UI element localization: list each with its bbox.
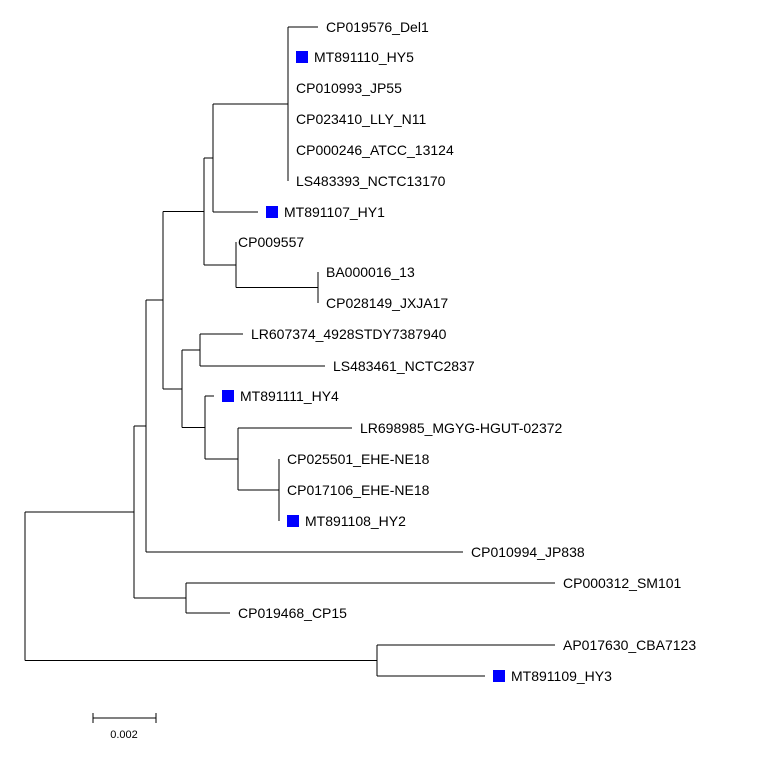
leaf-marker-square [287, 515, 299, 527]
leaf-label: MT891109_HY3 [511, 668, 612, 684]
leaf-label: LR607374_4928STDY7387940 [251, 326, 447, 342]
leaf-label: LS483461_NCTC2837 [333, 358, 475, 374]
scale-bar: 0.002 [92, 713, 157, 741]
leaf-label: CP000246_ATCC_13124 [296, 142, 454, 158]
leaf-marker-square [296, 51, 308, 63]
leaf-label: LR698985_MGYG-HGUT-02372 [360, 420, 563, 436]
leaf-label: BA000016_13 [326, 264, 415, 280]
leaf-label: CP009557 [238, 234, 304, 250]
leaf-label: MT891110_HY5 [314, 49, 414, 65]
leaf-label: MT891107_HY1 [284, 204, 385, 220]
leaf-label: CP023410_LLY_N11 [296, 111, 426, 127]
tree-leaves: CP019576_Del1MT891110_HY5CP010993_JP55CP… [222, 19, 696, 684]
leaf-label: MT891108_HY2 [305, 513, 406, 529]
tree-branches [24, 26, 555, 677]
leaf-label: CP019468_CP15 [238, 605, 347, 621]
leaf-marker-square [222, 390, 234, 402]
scale-bar-label: 0.002 [110, 729, 138, 741]
leaf-label: CP010994_JP838 [471, 544, 585, 560]
leaf-label: CP010993_JP55 [296, 80, 402, 96]
leaf-label: CP017106_EHE-NE18 [287, 482, 430, 498]
leaf-label: CP000312_SM101 [563, 575, 682, 591]
leaf-label: CP025501_EHE-NE18 [287, 451, 430, 467]
leaf-label: CP028149_JXJA17 [326, 295, 448, 311]
leaf-marker-square [266, 206, 278, 218]
leaf-label: LS483393_NCTC13170 [296, 173, 446, 189]
leaf-marker-square [493, 670, 505, 682]
leaf-label: CP019576_Del1 [326, 19, 429, 35]
leaf-label: AP017630_CBA7123 [563, 637, 696, 653]
leaf-label: MT891111_HY4 [240, 388, 339, 404]
